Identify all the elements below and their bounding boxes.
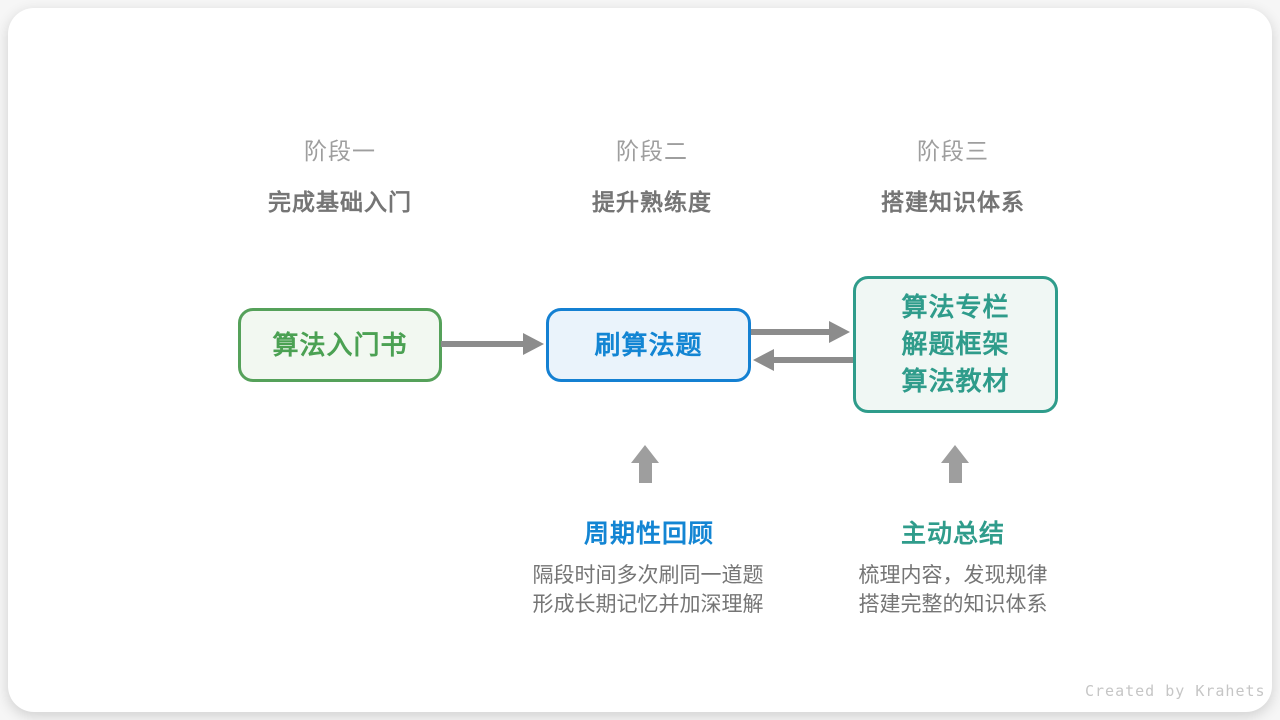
node-resources-line-2: 解题框架 [901, 329, 1010, 359]
node-intro-book-label: 算法入门书 [272, 329, 408, 360]
stage-3-subtitle: 搭建知识体系 [881, 189, 1025, 215]
stage-2-header: 阶段二 提升熟练度 [502, 132, 802, 217]
node-intro-book: 算法入门书 [238, 308, 442, 382]
arrow-up-head-icon [941, 445, 969, 463]
stage-3-title: 阶段三 [917, 138, 989, 164]
node-practice-problems-label: 刷算法题 [594, 329, 703, 360]
stage-3-header: 阶段三 搭建知识体系 [803, 132, 1103, 217]
stage-2-subtitle: 提升熟练度 [592, 189, 712, 215]
node-resources-line-1: 算法专栏 [901, 292, 1010, 322]
method-desc-periodic-review: 隔段时间多次刷同一道题 形成长期记忆并加深理解 [478, 561, 818, 619]
stage-1-header: 阶段一 完成基础入门 [190, 132, 490, 217]
stage-1-subtitle: 完成基础入门 [268, 189, 412, 215]
arrow-up-stem [639, 462, 652, 483]
arrow-line [751, 329, 830, 335]
stage-1-title: 阶段一 [304, 138, 376, 164]
node-practice-problems: 刷算法题 [546, 308, 751, 382]
node-knowledge-resources: 算法专栏 解题框架 算法教材 [853, 276, 1058, 413]
method-desc-active-summary: 梳理内容，发现规律 搭建完整的知识体系 [783, 561, 1123, 619]
arrow-up-head-icon [631, 445, 659, 463]
method-desc-line: 梳理内容，发现规律 [858, 564, 1048, 587]
arrow-right-head-icon [523, 333, 544, 355]
method-desc-line: 隔段时间多次刷同一道题 [532, 564, 764, 587]
method-title-periodic-review: 周期性回顾 [583, 520, 714, 548]
method-title-active-summary: 主动总结 [900, 520, 1005, 548]
arrow-line [774, 357, 853, 363]
node-resources-line-3: 算法教材 [901, 366, 1010, 396]
arrow-left-head-icon [753, 349, 774, 371]
credit-text: Created by Krahets [1085, 682, 1266, 700]
arrow-up-stem [949, 462, 962, 483]
arrow-line [441, 341, 525, 347]
stage-2-title: 阶段二 [616, 138, 688, 164]
method-desc-line: 搭建完整的知识体系 [858, 593, 1048, 616]
arrow-right-head-icon [829, 321, 850, 343]
method-desc-line: 形成长期记忆并加深理解 [532, 593, 764, 616]
diagram-card: 阶段一 完成基础入门 阶段二 提升熟练度 阶段三 搭建知识体系 算法入门书 刷算… [8, 8, 1272, 712]
